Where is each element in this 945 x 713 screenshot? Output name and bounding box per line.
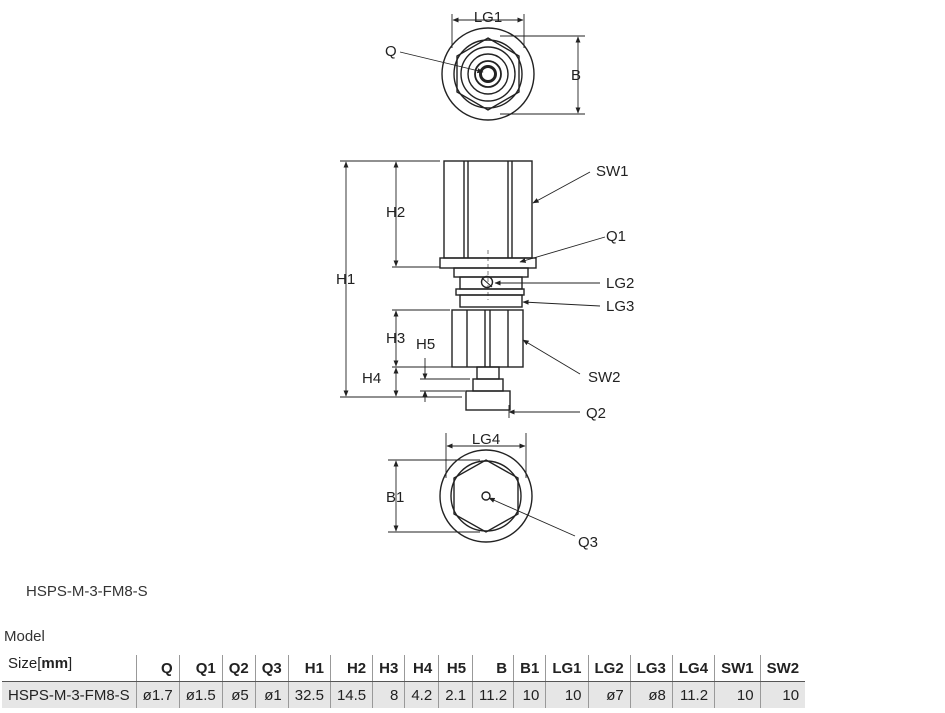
label-lg2: LG2 [606,275,634,292]
column-header-lg3: LG3 [629,655,673,682]
label-b1: B1 [386,489,404,506]
label-h2: H2 [386,204,405,221]
label-h4: H4 [362,370,381,387]
cell-b: 11.2 [472,681,514,708]
cell-lg1: 10 [545,681,589,708]
column-header-lg2: LG2 [587,655,631,682]
cell-lg4: 11.2 [671,681,715,708]
label-lg1: LG1 [474,9,502,26]
unit-open: [ [37,655,42,672]
column-header-q: Q [135,655,180,682]
side-view [340,160,606,418]
cell-q2: ø5 [221,681,256,708]
size-header: Size[mm] [2,655,137,682]
label-b: B [571,67,581,84]
cell-h2: 14.5 [329,681,373,708]
column-header-q1: Q1 [178,655,223,682]
cell-q: ø1.7 [135,681,180,708]
column-header-sw2: SW2 [759,655,806,682]
label-h1: H1 [336,271,355,288]
label-q3: Q3 [578,534,598,551]
column-header-q2: Q2 [221,655,256,682]
column-header-lg4: LG4 [671,655,715,682]
cell-h1: 32.5 [287,681,331,708]
column-header-b: B [472,655,514,682]
column-header-h2: H2 [329,655,373,682]
size-label: Size [8,655,38,672]
column-header-h4: H4 [404,655,439,682]
label-lg4: LG4 [472,431,500,448]
bottom-view [388,433,576,543]
column-header-lg1: LG1 [545,655,589,682]
unit-close: ] [68,655,73,672]
cell-h4: 4.2 [404,681,439,708]
label-sw1: SW1 [596,163,629,180]
label-lg3: LG3 [606,298,634,315]
label-sw2: SW2 [588,369,621,386]
technical-drawing: LG1 B Q [336,9,634,551]
label-q1: Q1 [606,228,626,245]
column-header-q3: Q3 [254,655,289,682]
cell-h5: 2.1 [438,681,473,708]
cell-lg3: ø8 [629,681,673,708]
cell-q1: ø1.5 [178,681,223,708]
column-header-h3: H3 [372,655,405,682]
model-caption: HSPS-M-3-FM8-S [26,583,148,600]
column-header-h5: H5 [438,655,473,682]
label-h5: H5 [416,336,435,353]
column-header-h1: H1 [287,655,331,682]
cell-h3: 8 [372,681,405,708]
cell-q3: ø1 [254,681,289,708]
table-model-label: Model [4,628,45,645]
label-h3: H3 [386,330,405,347]
top-view [399,14,585,121]
cell-lg2: ø7 [587,681,631,708]
unit-label: mm [41,655,69,672]
cell-sw2: 10 [759,681,806,708]
cell-b1: 10 [513,681,546,708]
cell-sw1: 10 [714,681,761,708]
label-q2: Q2 [586,405,606,422]
column-header-b1: B1 [513,655,546,682]
label-q: Q [385,43,397,60]
model-cell: HSPS-M-3-FM8-S [8,686,130,704]
column-header-sw1: SW1 [714,655,761,682]
